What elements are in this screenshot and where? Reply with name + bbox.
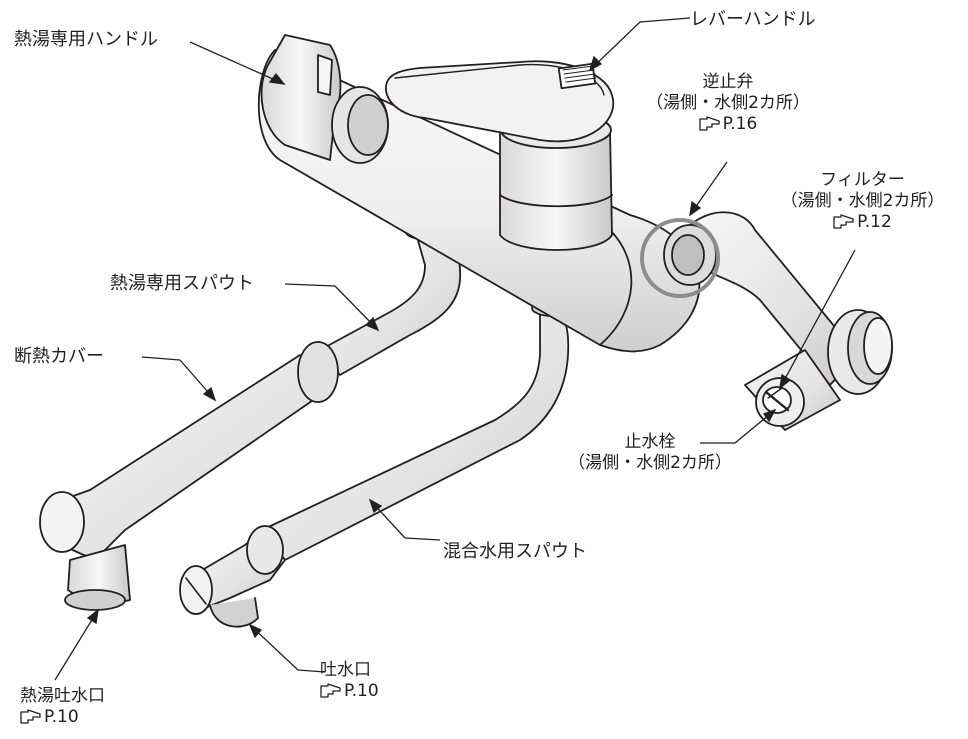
hot-outlet-title: 熱湯吐水口 bbox=[20, 686, 105, 706]
leader-outlet bbox=[297, 669, 326, 673]
check-valve-title: 逆止弁 bbox=[702, 72, 754, 92]
leader-filter bbox=[779, 249, 856, 389]
leader-lines bbox=[54, 17, 856, 681]
pointing-hand-icon bbox=[20, 709, 41, 724]
leader-lever-handle bbox=[639, 17, 691, 23]
hot-water-handle-shape bbox=[260, 34, 389, 164]
hot-outlet-ref[interactable]: P.10 bbox=[20, 707, 105, 728]
check-valve-note: （湯側・水側2カ所） bbox=[646, 93, 810, 113]
lever-handle-shape bbox=[385, 60, 615, 143]
label-lever-handle: レバーハンドル bbox=[690, 9, 816, 30]
label-mixed-water-spout: 混合水用スパウト bbox=[443, 541, 587, 562]
label-hot-water-outlet: 熱湯吐水口 P.10 bbox=[20, 686, 105, 728]
faucet-illustration bbox=[39, 34, 893, 628]
leader-insulation-cover bbox=[141, 356, 181, 361]
outlet-page: P.10 bbox=[344, 681, 379, 701]
filter-title: フィルター bbox=[820, 170, 905, 190]
leader-hot-spout bbox=[284, 283, 336, 287]
label-filter: フィルター （湯側・水側2カ所） P.12 bbox=[760, 170, 965, 233]
filter-page: P.12 bbox=[857, 212, 892, 232]
stop-valve-cap bbox=[744, 349, 841, 431]
filter-ref[interactable]: P.12 bbox=[760, 212, 965, 233]
stop-valve-title: 止水栓 bbox=[624, 432, 676, 452]
hot-outlet-page: P.10 bbox=[44, 707, 79, 727]
insulation-cover-shape bbox=[39, 341, 339, 611]
check-valve-page: P.16 bbox=[722, 114, 758, 134]
label-hot-water-spout: 熱湯専用スパウト bbox=[110, 273, 254, 294]
pointing-hand-icon bbox=[833, 214, 854, 229]
stop-valve-note: （湯側・水側2カ所） bbox=[568, 453, 732, 473]
leader-hot-outlet bbox=[54, 609, 99, 681]
label-check-valve: 逆止弁 （湯側・水側2カ所） P.16 bbox=[628, 72, 828, 135]
leader-hot-handle bbox=[189, 41, 285, 85]
check-valve-ref[interactable]: P.16 bbox=[628, 114, 828, 135]
label-stop-valve: 止水栓 （湯側・水側2カ所） bbox=[530, 432, 770, 474]
wall-bracket bbox=[689, 211, 893, 395]
outlet-title: 吐水口 bbox=[320, 660, 371, 680]
label-outlet: 吐水口 P.10 bbox=[320, 660, 379, 702]
label-hot-water-handle: 熱湯専用ハンドル bbox=[14, 29, 158, 50]
outlet-ref[interactable]: P.10 bbox=[320, 681, 379, 702]
filter-note: （湯側・水側2カ所） bbox=[780, 191, 945, 211]
pointing-hand-icon bbox=[699, 116, 720, 131]
pointing-hand-icon bbox=[320, 683, 341, 698]
leader-mixed-spout bbox=[404, 537, 441, 541]
label-insulation-cover: 断熱カバー bbox=[14, 346, 104, 367]
check-valve-highlight bbox=[640, 218, 720, 298]
